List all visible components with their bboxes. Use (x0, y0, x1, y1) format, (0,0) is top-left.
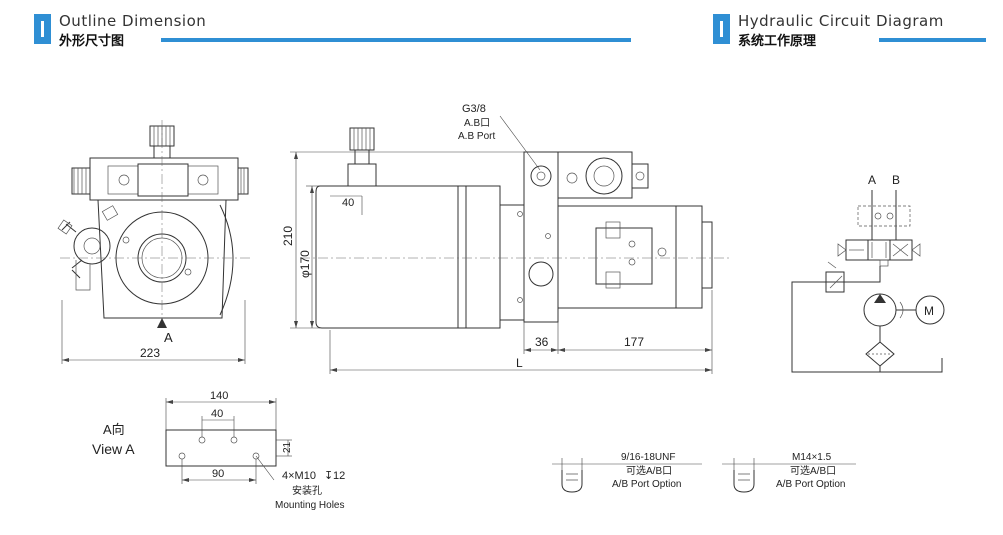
outline-title-en: Outline Dimension (59, 12, 207, 30)
port-option-cn: 可选A/B口 (790, 464, 836, 477)
holes-depth: 12 (333, 470, 345, 482)
port-a-label: A (868, 173, 876, 187)
port-b-label: B (892, 173, 900, 187)
view-a-dim-40: 40 (211, 408, 223, 420)
holes-spec: 4×M10 (282, 470, 316, 482)
holes-depth-symbol: ↧ (324, 470, 333, 482)
view-a: A向 View A 140 40 21 90 4×M10 ↧ 12 安装孔 (92, 390, 345, 511)
length-label: L (516, 356, 523, 370)
port-option-en: A/B Port Option (776, 479, 845, 490)
height-dimension: 210 (281, 226, 295, 246)
port-option-en: A/B Port Option (612, 479, 681, 490)
section-marker-icon (713, 14, 730, 44)
port-label-cn: A.B口 (464, 118, 490, 129)
port-option-2: M14×1.5 可选A/B口 A/B Port Option (722, 452, 856, 493)
view-arrow-label: A (164, 330, 173, 345)
outline-header: Outline Dimension 外形尺寸图 (34, 12, 634, 49)
circuit-rule (879, 38, 986, 42)
width-dimension: 223 (140, 346, 160, 360)
side-view: 40 G3/8 A.B口 A.B Port (281, 103, 730, 374)
circuit-title-en: Hydraulic Circuit Diagram (738, 12, 944, 30)
port-option-thread: M14×1.5 (792, 452, 832, 463)
section-marker-icon (34, 14, 51, 44)
port-label-en: A.B Port (458, 131, 495, 142)
port-option-1: 9/16-18UNF 可选A/B口 A/B Port Option (552, 452, 702, 493)
holes-label-cn: 安装孔 (292, 484, 322, 497)
outline-rule (161, 38, 631, 42)
hydraulic-circuit: A B M (791, 173, 945, 373)
outline-title-cn: 外形尺寸图 (59, 34, 125, 49)
view-a-title-en: View A (92, 441, 135, 457)
front-view: A 223 (57, 120, 250, 364)
holes-label-en: Mounting Holes (275, 500, 344, 511)
port-option-cn: 可选A/B口 (626, 464, 672, 477)
circuit-header: Hydraulic Circuit Diagram 系统工作原理 (713, 12, 993, 49)
view-a-dim-21: 21 (282, 441, 293, 453)
view-a-dim-140: 140 (210, 390, 228, 402)
dimension-36: 36 (535, 335, 549, 349)
port-size-label: G3/8 (462, 103, 486, 115)
view-a-dim-90: 90 (212, 468, 224, 480)
motor-label: M (924, 304, 934, 318)
cap-dimension: 40 (342, 197, 354, 209)
port-option-thread: 9/16-18UNF (621, 452, 675, 463)
circuit-title-cn: 系统工作原理 (738, 34, 817, 49)
diameter-dimension: φ170 (298, 250, 312, 278)
dimension-177: 177 (624, 335, 644, 349)
view-a-title-cn: A向 (103, 422, 125, 437)
